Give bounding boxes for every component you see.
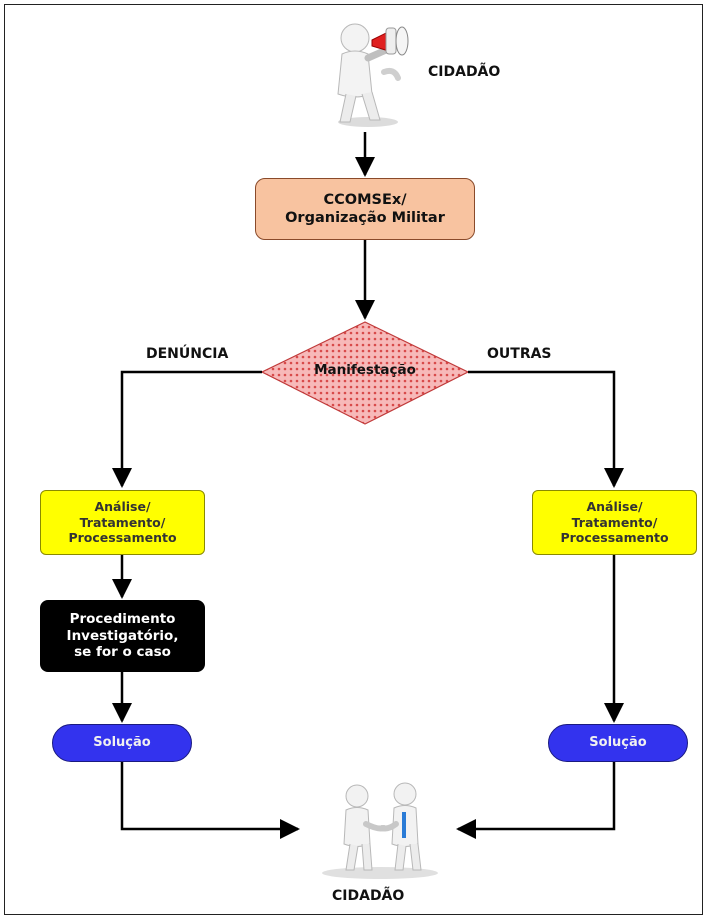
analysis-box-right: Análise/ Tratamento/ Processamento [532, 490, 697, 555]
investigation-line-3: se for o caso [74, 644, 171, 661]
analysis-right-line-3: Processamento [560, 530, 669, 546]
bottom-citizen-label: CIDADÃO [332, 888, 405, 904]
manifestacao-label: Manifestação [314, 362, 416, 378]
ccomsex-organizacao-militar-box: CCOMSEx/ Organização Militar [255, 178, 475, 240]
investigation-line-2: Investigatório, [66, 627, 179, 644]
analysis-box-left: Análise/ Tratamento/ Processamento [40, 490, 205, 555]
manifestacao-diamond [260, 321, 470, 425]
solution-left-label: Solução [93, 734, 151, 750]
outras-branch-label: OUTRAS [487, 346, 552, 362]
analysis-left-line-1: Análise/ [94, 499, 151, 515]
analysis-left-line-3: Processamento [68, 530, 177, 546]
analysis-right-line-1: Análise/ [586, 499, 643, 515]
solution-box-left: Solução [52, 724, 192, 762]
top-citizen-label: CIDADÃO [428, 64, 501, 80]
solution-box-right: Solução [548, 724, 688, 762]
analysis-left-line-2: Tratamento/ [79, 514, 166, 530]
diagram-frame [4, 4, 703, 915]
person-with-megaphone-icon [337, 23, 409, 127]
denuncia-branch-label: DENÚNCIA [146, 346, 229, 362]
handshake-people-icon [322, 782, 438, 879]
analysis-right-line-2: Tratamento/ [571, 514, 658, 530]
org-line-1: CCOMSEx/ [323, 191, 407, 208]
org-line-2: Organização Militar [285, 210, 445, 226]
solution-right-label: Solução [589, 734, 647, 750]
investigation-box: Procedimento Investigatório, se for o ca… [40, 600, 205, 672]
investigation-line-1: Procedimento [69, 610, 176, 627]
